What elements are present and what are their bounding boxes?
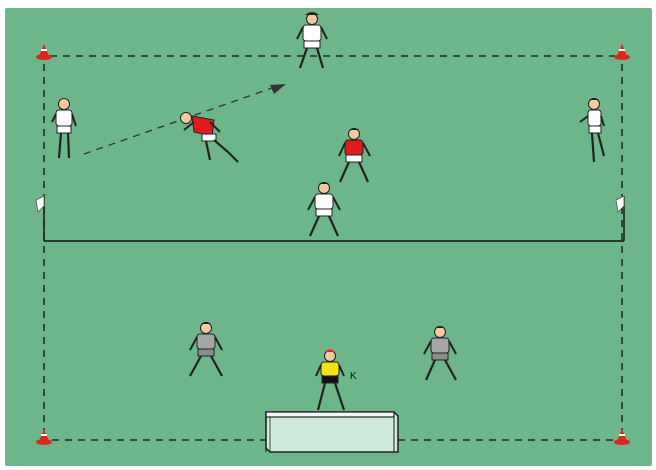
keeper-label: K bbox=[350, 371, 357, 382]
pitch bbox=[5, 8, 652, 466]
goal-icon bbox=[266, 412, 398, 452]
